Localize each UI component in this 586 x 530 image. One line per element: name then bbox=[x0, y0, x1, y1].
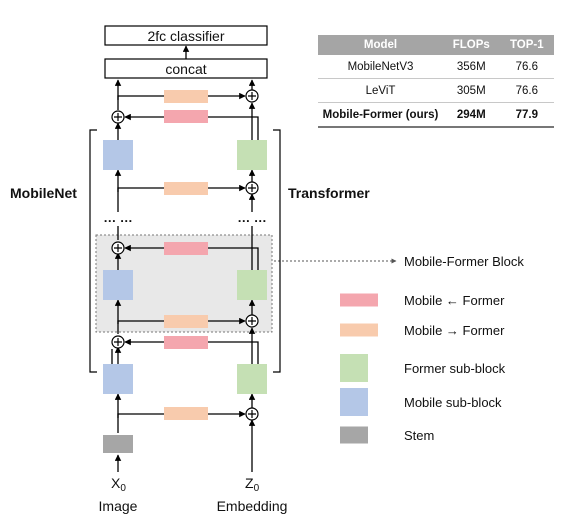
table-header: FLOPs bbox=[442, 35, 500, 55]
legend-label: Mobile ← Former bbox=[404, 293, 505, 308]
legend-label: Stem bbox=[404, 428, 434, 443]
table-cell: 76.6 bbox=[499, 78, 554, 103]
mobilenet-label: MobileNet bbox=[10, 185, 77, 201]
block-label: Mobile-Former Block bbox=[404, 254, 524, 269]
mobile-to-former-bar bbox=[164, 90, 208, 103]
add-nodes bbox=[111, 89, 259, 421]
table-header: TOP-1 bbox=[499, 35, 554, 55]
add-node bbox=[245, 89, 259, 103]
table-cell: 294M bbox=[442, 102, 500, 128]
mobilenet-bracket bbox=[89, 129, 97, 373]
table-cell: LeViT bbox=[318, 78, 443, 103]
mobile-sub-block bbox=[103, 364, 133, 394]
add-node bbox=[245, 314, 259, 328]
legend-swatch bbox=[340, 426, 368, 444]
mobile-sub-blocks bbox=[103, 140, 133, 394]
left-ellipsis: … … bbox=[103, 210, 133, 225]
bridge-connectors bbox=[124, 92, 246, 418]
table-cell: Mobile-Former (ours) bbox=[318, 102, 443, 128]
stem-block bbox=[103, 435, 133, 453]
mobile-to-former-bar bbox=[164, 407, 208, 420]
table-cell: MobileNetV3 bbox=[318, 55, 443, 79]
mobile-to-former-bars bbox=[164, 90, 208, 420]
legend-swatch bbox=[340, 293, 378, 307]
table-row: MobileNetV3 356M 76.6 bbox=[318, 55, 554, 79]
classifier-label: 2fc classifier bbox=[147, 28, 224, 44]
legend-label: Mobile sub-block bbox=[404, 395, 502, 410]
legend-label: Mobile → Former bbox=[404, 323, 505, 338]
add-node bbox=[111, 110, 125, 124]
right-input-caption: Embedding bbox=[217, 498, 288, 514]
table-cell: 356M bbox=[442, 55, 500, 79]
transformer-label: Transformer bbox=[288, 185, 370, 201]
classifier-box bbox=[104, 25, 268, 46]
legend-swatch bbox=[340, 323, 378, 337]
left-input-caption: Image bbox=[99, 498, 138, 514]
left-input-symbol: X0 bbox=[111, 475, 126, 494]
table-row: Mobile-Former (ours) 294M 77.9 bbox=[318, 102, 554, 128]
table-row: LeViT 305M 76.6 bbox=[318, 78, 554, 103]
add-node bbox=[111, 241, 125, 255]
add-node bbox=[245, 407, 259, 421]
concat-label: concat bbox=[165, 61, 206, 77]
transformer-bracket bbox=[273, 129, 281, 373]
mobile-from-former-bars bbox=[164, 110, 208, 349]
comparison-table: Model FLOPs TOP-1 MobileNetV3 356M 76.6 … bbox=[318, 35, 554, 128]
right-ellipsis: … … bbox=[237, 210, 267, 225]
legend-swatch bbox=[340, 354, 368, 382]
mobile-to-former-bar bbox=[164, 182, 208, 195]
add-node bbox=[245, 181, 259, 195]
table-header: Model bbox=[318, 35, 443, 55]
former-sub-block bbox=[237, 270, 267, 300]
mobile-from-former-bar bbox=[164, 110, 208, 123]
right-input-symbol: Z0 bbox=[245, 475, 260, 494]
add-node bbox=[111, 335, 125, 349]
former-sub-block bbox=[237, 364, 267, 394]
table-cell: 77.9 bbox=[499, 102, 554, 128]
former-sub-blocks bbox=[237, 140, 267, 394]
table-cell: 76.6 bbox=[499, 55, 554, 79]
legend-label: Former sub-block bbox=[404, 361, 506, 376]
mobile-path bbox=[111, 79, 164, 472]
mobile-from-former-bar bbox=[164, 242, 208, 255]
mobile-sub-block bbox=[103, 140, 133, 170]
former-sub-block bbox=[237, 140, 267, 170]
table-cell: 305M bbox=[442, 78, 500, 103]
mobile-sub-block bbox=[103, 270, 133, 300]
table-header-row: Model FLOPs TOP-1 bbox=[318, 35, 554, 55]
mobile-from-former-bar bbox=[164, 336, 208, 349]
mobile-to-former-bar bbox=[164, 315, 208, 328]
legend-swatch bbox=[340, 388, 368, 416]
